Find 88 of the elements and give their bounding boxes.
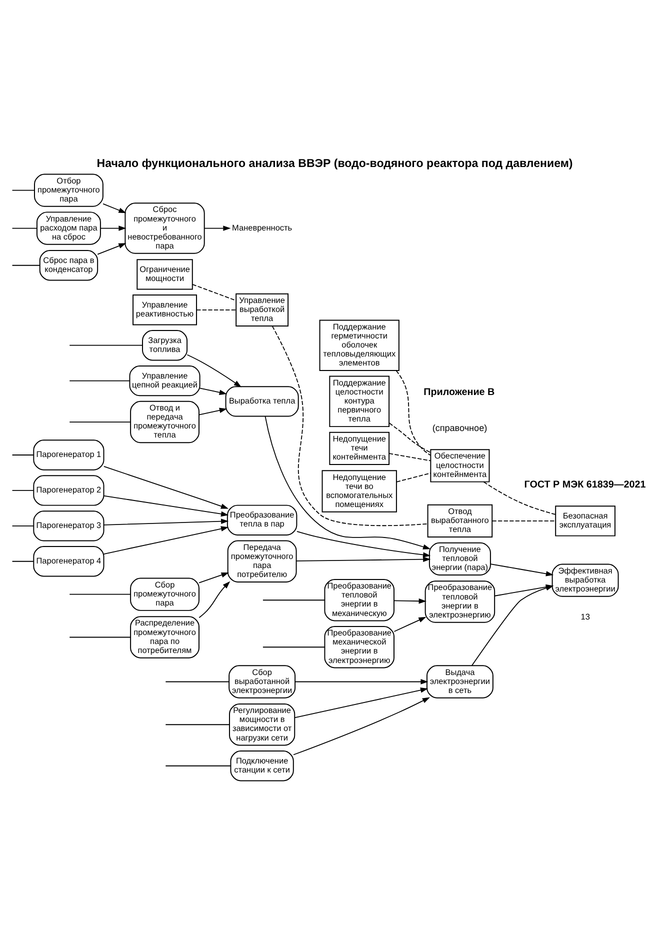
node-box: Парогенератор 2 (33, 474, 104, 506)
connector (165, 680, 230, 682)
node-box: Обеспечение целостности контейнмента (430, 448, 490, 482)
arrow (294, 678, 428, 684)
node-box: Парогенератор 1 (33, 439, 104, 470)
connector (12, 560, 34, 562)
arrow (264, 415, 431, 549)
arrow (296, 556, 431, 562)
arrow (199, 387, 227, 395)
node-box: Безопасная эксплуатация (555, 505, 616, 536)
node-box: Распределение промежуточного пара по потребителям (130, 616, 200, 658)
connector (69, 593, 131, 594)
arrow (198, 580, 230, 618)
node-box: Поддержание герметичности оболочек тепловыделяющих элементов (319, 319, 400, 370)
arrow (204, 225, 231, 230)
node-box: Преобразование тепловой энергии в электроэнергию (424, 580, 496, 622)
arrow (103, 494, 229, 516)
connector (12, 227, 38, 228)
connector (12, 189, 35, 190)
node-box: Сбор промежуточного пара (130, 577, 200, 610)
node-box: Отбор промежуточного пара (34, 173, 104, 206)
node-box: Поддержание целостности контура первичного тепла (329, 375, 390, 427)
node-box: Регулирование мощности в зависимости от нагрузки сети (229, 703, 296, 746)
connector (165, 764, 232, 766)
label: ГОСТ Р МЭК 61839—2021 (524, 478, 646, 490)
node-box: Выдача электроэнергии в сеть (426, 664, 494, 698)
connector (12, 524, 34, 526)
connector (483, 480, 556, 514)
node-box: Сбор выработанной электроэнергии (228, 664, 296, 698)
connector (396, 370, 431, 456)
node-box: Управление выработкой тепла (236, 292, 289, 326)
node-box: Отвод и передача промежуточного тепла (130, 400, 200, 443)
node-box: Сброс промежуточного и невостребованного пара (124, 202, 205, 254)
arrow (97, 242, 126, 254)
arrow (394, 598, 426, 604)
connector (262, 646, 326, 648)
connector (388, 422, 432, 453)
arrow (198, 572, 229, 583)
label: 13 (580, 612, 590, 622)
connector (69, 344, 143, 346)
node-box: Получение тепловой энергии (пара) (428, 542, 491, 575)
arrow (102, 202, 126, 213)
arrow (296, 530, 431, 557)
node-box: Недопущение течи во вспомогательных помещениях (322, 470, 397, 512)
arrow (103, 466, 229, 508)
label: Приложение В (424, 386, 495, 398)
node-box: Управление реактивностью (132, 294, 197, 325)
connector (272, 325, 428, 526)
label: (справочное) (432, 422, 488, 432)
connector (69, 636, 131, 638)
node-box: Сброс пара в конденсатор (39, 250, 98, 280)
arrow (294, 687, 428, 718)
connector (12, 264, 40, 266)
node-box: Преобразование тепла в пар (226, 504, 298, 535)
node-box: Управление цепной реакцией (129, 364, 200, 396)
connector (69, 421, 131, 422)
node-box: Передача промежуточного пара потребителю (227, 540, 297, 582)
arrow (100, 225, 126, 230)
node-box: Преобразование механической энергии в электроэнергию (324, 626, 394, 668)
connector (492, 520, 556, 521)
connector (196, 308, 237, 310)
connector (388, 452, 431, 461)
node-text: Маневренность (232, 222, 292, 232)
arrow (198, 407, 228, 415)
node-box: Парогенератор 4 (33, 546, 104, 576)
arrow (293, 696, 430, 755)
node-box: Выработка тепла (225, 386, 299, 416)
arrow (490, 563, 554, 576)
connector (165, 724, 230, 725)
node-box: Управление расходом пара на сброс (36, 211, 101, 244)
node-box: Недопущение течи контейнмента (329, 431, 390, 464)
diagram-title: Начало функционального анализа ВВЭР (водо-водяного реактора под давлением) (96, 158, 573, 170)
connector (69, 380, 130, 381)
node-box: Парогенератор 3 (33, 510, 104, 541)
arrow (186, 354, 242, 387)
node-box: Отвод выработанного тепла (427, 504, 493, 538)
node-box: Подключение станции к сети (230, 750, 294, 781)
arrow (103, 526, 229, 554)
node-box: Ограничение мощности (136, 258, 193, 290)
connector (396, 472, 432, 482)
arrow (394, 616, 426, 632)
node-box: Эффективная выработка электроэнергии (552, 563, 619, 596)
connector (262, 599, 326, 600)
node-box: Преобразование тепловой энергии в механическую (324, 578, 394, 621)
connector (192, 283, 236, 300)
arrow (103, 518, 229, 525)
connector (12, 454, 34, 455)
node-box: Загрузка топлива (142, 330, 188, 360)
